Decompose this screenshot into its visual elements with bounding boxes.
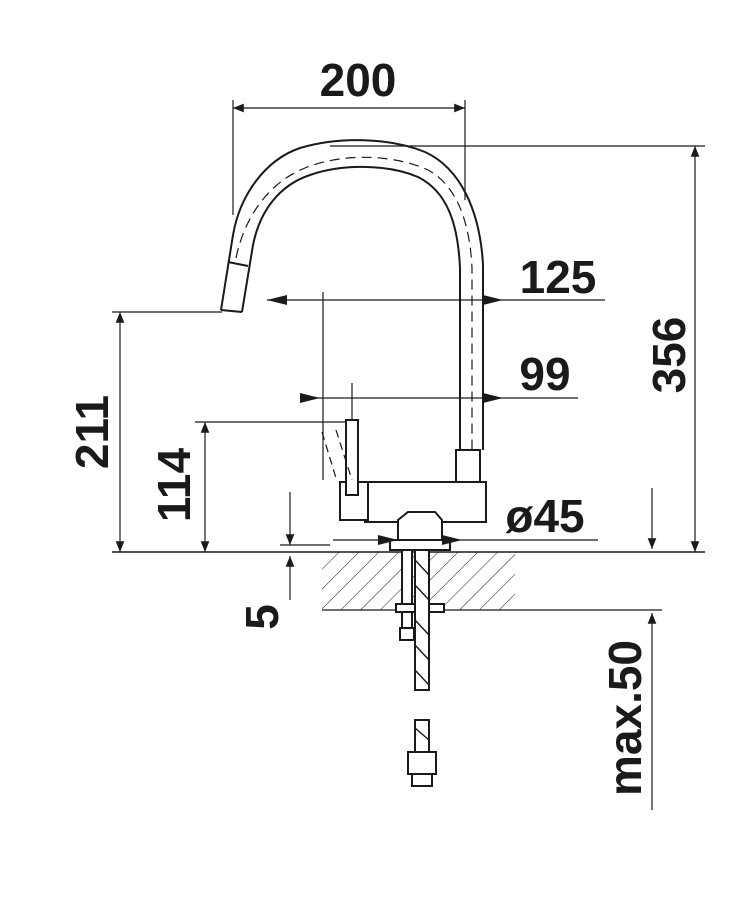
lever-dashed-alt2 bbox=[335, 429, 353, 481]
spout-neck bbox=[455, 449, 481, 486]
spout-hose-joint bbox=[227, 261, 249, 267]
label-max-50: max.50 bbox=[599, 640, 651, 796]
base-plate bbox=[389, 539, 451, 551]
label-reach-125: 125 bbox=[520, 251, 597, 303]
lever-dashed-alt bbox=[321, 431, 337, 479]
label-height-211: 211 bbox=[66, 395, 118, 469]
label-reach-99: 99 bbox=[519, 348, 570, 400]
supply-hose-upper bbox=[414, 549, 430, 691]
supply-hose-twist bbox=[414, 559, 430, 686]
spout-tip bbox=[220, 309, 243, 313]
dimension-lines bbox=[112, 100, 705, 810]
supply-hose-lower-twist bbox=[414, 727, 430, 741]
label-width-200: 200 bbox=[320, 54, 397, 106]
label-offset-5: 5 bbox=[236, 604, 288, 630]
mounting-nut bbox=[399, 627, 415, 641]
label-diameter-45: ø45 bbox=[505, 490, 584, 542]
label-height-114: 114 bbox=[148, 447, 200, 522]
hose-fitting-nut bbox=[411, 773, 433, 787]
faucet-outline bbox=[220, 139, 487, 551]
spout-dashed-hose bbox=[235, 156, 473, 450]
label-height-356: 356 bbox=[643, 317, 695, 394]
hose-fitting bbox=[407, 751, 437, 775]
lever-body bbox=[339, 481, 369, 521]
faucet-base bbox=[397, 511, 443, 543]
spout-inner bbox=[241, 165, 461, 452]
lever-handle bbox=[345, 419, 359, 496]
mounting-stud bbox=[401, 549, 413, 631]
mounting-hardware bbox=[395, 549, 445, 787]
dimension-labels: 200 125 99 ø45 356 211 114 5 max.50 bbox=[66, 54, 695, 796]
